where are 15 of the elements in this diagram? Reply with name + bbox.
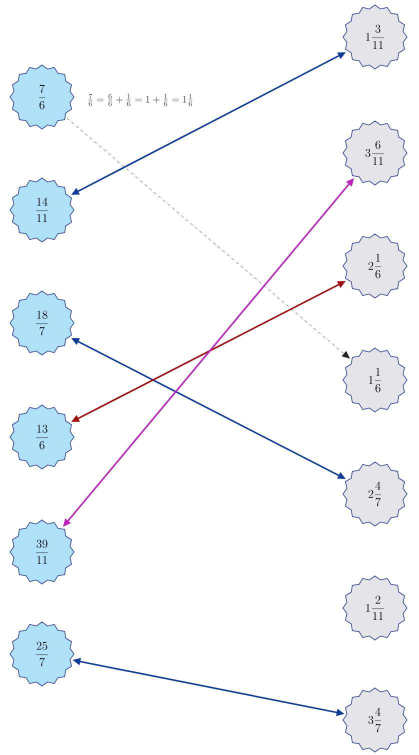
star-node: $1\frac{3}{11}$ bbox=[342, 4, 408, 70]
star-node: $\frac{25}{7}$ bbox=[10, 622, 74, 686]
star-node: $\frac{7}{6}$ bbox=[10, 64, 74, 130]
star-node: $1\frac{2}{11}$ bbox=[342, 576, 408, 640]
star-node: $2\frac{4}{7}$ bbox=[342, 462, 408, 526]
arrow bbox=[66, 118, 350, 359]
star-node: $1\frac{1}{6}$ bbox=[342, 348, 408, 412]
star-node: $3\frac{4}{7}$ bbox=[342, 688, 408, 752]
star-node: $2\frac{1}{6}$ bbox=[342, 234, 408, 298]
star-node: $\frac{39}{11}$ bbox=[10, 520, 74, 584]
star-node: $\frac{13}{6}$ bbox=[10, 404, 74, 470]
star-node: $\frac{18}{7}$ bbox=[10, 290, 74, 356]
star-node: $\frac{14}{11}$ bbox=[10, 178, 74, 242]
star-node: $3\frac{6}{11}$ bbox=[342, 120, 408, 186]
equation: $\frac{7}{6}=\frac{6}{6}+\frac{1}{6}=1+\frac{1}{6}=1\frac{1}{6}$ bbox=[88, 94, 192, 106]
